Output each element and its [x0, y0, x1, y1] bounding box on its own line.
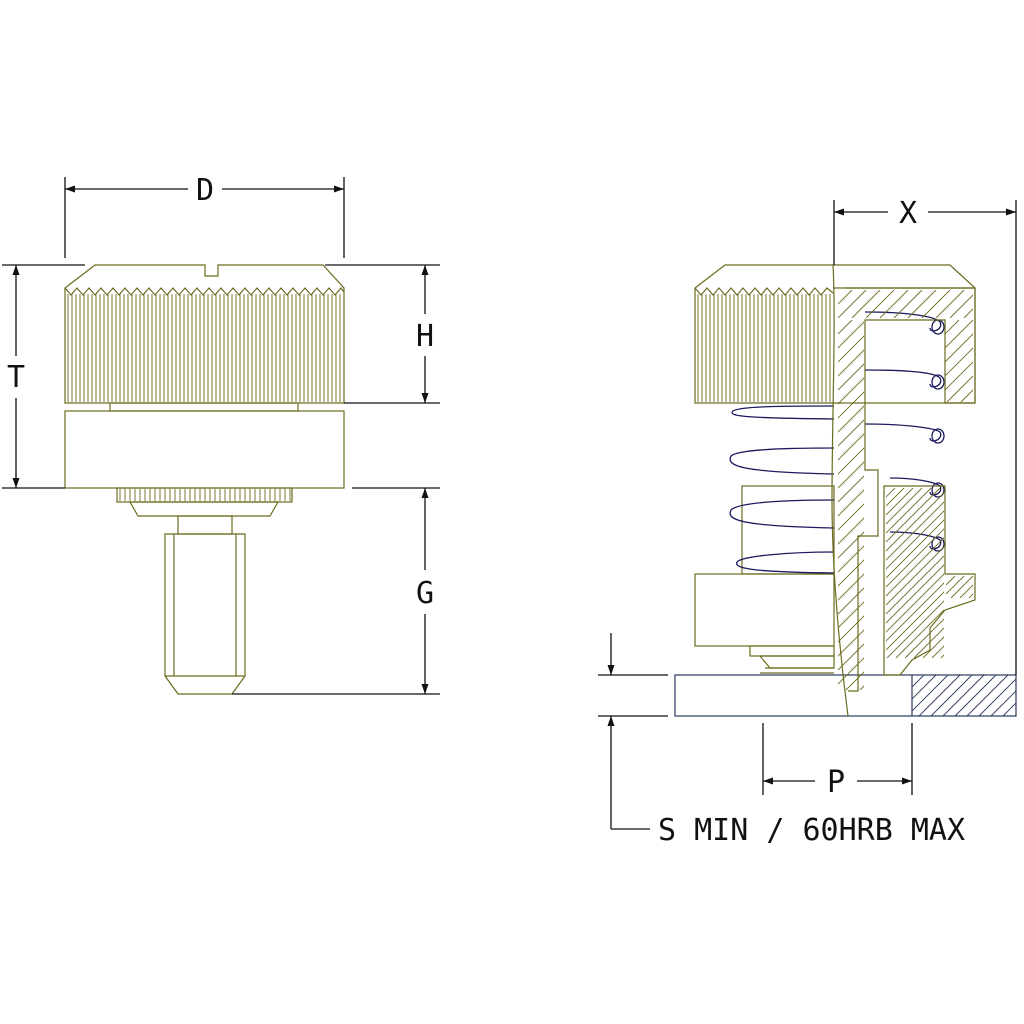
side-view	[2, 177, 440, 695]
tapered-collar	[128, 501, 280, 517]
dimension-x	[833, 200, 1017, 675]
dimension-p	[762, 723, 913, 795]
screw-section	[831, 264, 976, 717]
threaded-screw	[164, 533, 246, 695]
screw-neck	[177, 515, 233, 535]
label-x: X	[899, 196, 917, 231]
label-d: D	[196, 173, 214, 208]
dimension-t	[2, 264, 85, 489]
ferrule-body	[64, 410, 345, 489]
label-p: P	[827, 765, 845, 800]
dimension-d	[64, 177, 345, 258]
dimension-h	[325, 264, 440, 404]
dimension-s	[598, 633, 668, 830]
spring	[729, 311, 945, 574]
section-view	[598, 200, 1017, 830]
label-t: T	[7, 360, 25, 395]
label-h: H	[416, 319, 434, 354]
panel	[674, 674, 1017, 717]
label-g: G	[416, 576, 434, 611]
label-s: S MIN / 60HRB MAX	[658, 813, 965, 848]
retainer-section	[883, 485, 976, 676]
knob-washer	[109, 402, 299, 412]
dimension-g	[232, 487, 440, 695]
knurled-knob	[64, 264, 345, 404]
section-ferrule	[694, 485, 835, 674]
serrated-ring	[116, 487, 293, 503]
section-knob	[694, 264, 976, 404]
